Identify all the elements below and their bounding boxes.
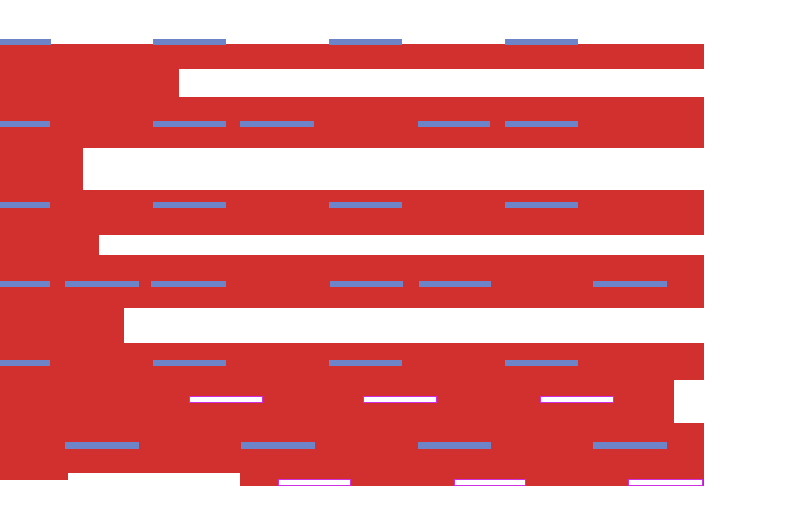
highlighted-link-underline[interactable] xyxy=(278,479,351,486)
link-underline[interactable] xyxy=(505,121,578,127)
link-underline[interactable] xyxy=(505,202,578,208)
link-underline[interactable] xyxy=(505,360,578,366)
link-underline[interactable] xyxy=(65,281,139,287)
link-underline[interactable] xyxy=(419,281,491,287)
redacted-text-block xyxy=(0,473,68,480)
redacted-text-block xyxy=(0,235,99,255)
highlighted-link-underline[interactable] xyxy=(189,396,263,403)
link-underline[interactable] xyxy=(151,281,226,287)
link-underline[interactable] xyxy=(329,360,402,366)
link-underline[interactable] xyxy=(240,121,314,127)
link-underline[interactable] xyxy=(330,281,403,287)
link-underline[interactable] xyxy=(153,202,226,208)
link-underline[interactable] xyxy=(329,202,402,208)
link-underline[interactable] xyxy=(241,442,315,449)
highlighted-link-underline[interactable] xyxy=(628,479,703,486)
link-underline[interactable] xyxy=(153,360,226,366)
link-underline[interactable] xyxy=(418,121,490,127)
link-underline[interactable] xyxy=(0,281,50,287)
link-underline[interactable] xyxy=(0,121,50,127)
redacted-text-block xyxy=(0,44,704,69)
link-underline[interactable] xyxy=(153,121,226,127)
link-underline[interactable] xyxy=(0,39,51,45)
redacted-text-block xyxy=(0,308,124,343)
link-underline[interactable] xyxy=(153,39,226,45)
link-underline[interactable] xyxy=(65,442,139,449)
link-underline[interactable] xyxy=(329,39,402,45)
link-underline[interactable] xyxy=(593,281,667,287)
link-underline[interactable] xyxy=(0,360,50,366)
link-underline[interactable] xyxy=(593,442,667,449)
redacted-text-block xyxy=(0,190,704,235)
redacted-text-block xyxy=(0,148,83,190)
highlighted-link-underline[interactable] xyxy=(363,396,437,403)
highlighted-link-underline[interactable] xyxy=(454,479,526,486)
redacted-text-block xyxy=(0,97,704,148)
redacted-text-block xyxy=(0,69,179,97)
link-underline[interactable] xyxy=(505,39,578,45)
link-underline[interactable] xyxy=(0,202,50,208)
link-underline[interactable] xyxy=(418,442,491,449)
highlighted-link-underline[interactable] xyxy=(540,396,614,403)
